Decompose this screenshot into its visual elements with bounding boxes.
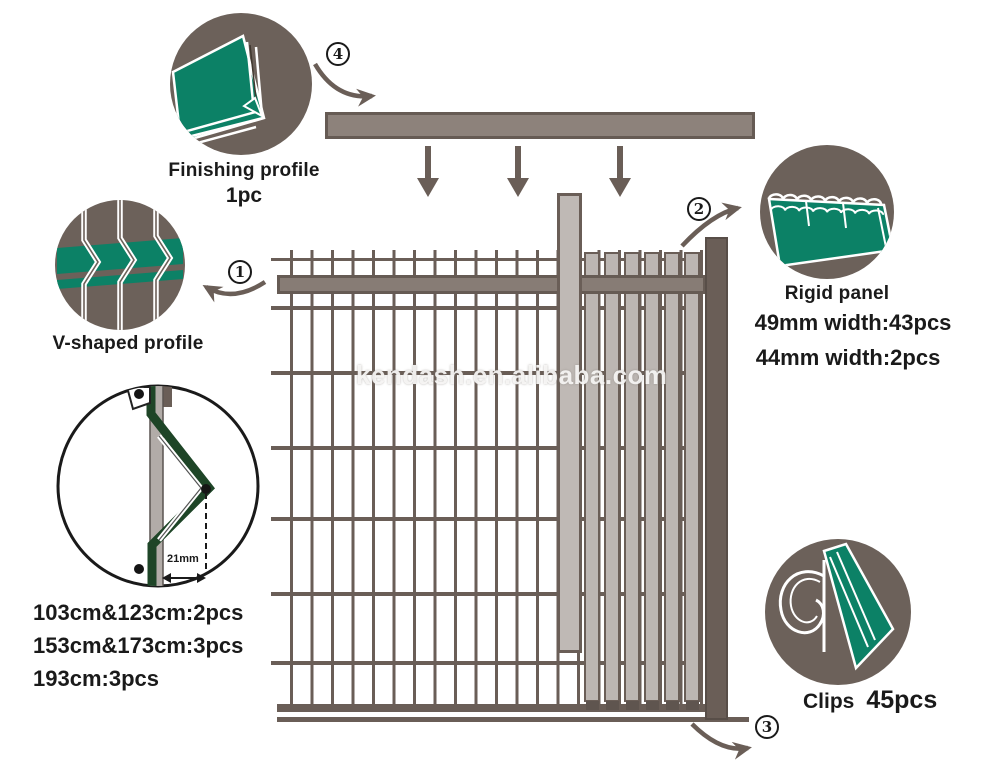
top-rail: [277, 275, 706, 294]
rigid-panel-spec-49: 49mm width:43pcs: [754, 310, 952, 335]
profile-heights-line2: 153cm&173cm:3pcs: [33, 633, 244, 658]
finishing-profile-qty: 1pc: [225, 184, 263, 207]
mesh-horizontal-wire: [271, 517, 703, 521]
mesh-bottom-rail: [277, 704, 705, 712]
v-profile-label: V-shaped profile: [52, 333, 204, 354]
privacy-slat: [624, 252, 640, 702]
step-marker-2: 2: [687, 197, 711, 221]
privacy-slat: [684, 252, 700, 702]
clip-on-slat: [646, 701, 659, 710]
profile-heights-line3: 193cm:3pcs: [33, 666, 159, 691]
clips-label-line: Clips 45pcs: [803, 686, 937, 715]
finishing-profile-label: Finishing profile: [168, 160, 320, 181]
step-number: 2: [693, 200, 705, 218]
mesh-horizontal-wire: [271, 371, 703, 375]
slat-being-inserted: [557, 193, 582, 653]
finishing-bar: [325, 112, 755, 139]
fence-post: [705, 237, 728, 720]
arrow-step4: [313, 62, 376, 107]
step-arrows: [202, 62, 752, 760]
step-marker-3: 3: [755, 715, 779, 739]
clip-on-slat: [666, 701, 679, 710]
mesh-horizontal-wire: [271, 306, 703, 310]
finishing-profile-thumbnail: [170, 13, 312, 155]
privacy-slat: [664, 252, 680, 702]
clip-on-slat: [606, 701, 619, 710]
rigid-panel-spec-44: 44mm width:2pcs: [755, 345, 941, 370]
step-marker-1: 1: [228, 260, 252, 284]
privacy-slat: [644, 252, 660, 702]
clip-on-slat: [586, 701, 599, 710]
clips-qty: 45pcs: [866, 686, 938, 714]
clip-on-slat: [626, 701, 639, 710]
rigid-panel-thumbnail: [760, 145, 894, 279]
mesh-horizontal-wire: [271, 446, 703, 450]
clip-on-slat: [686, 701, 699, 710]
profile-heights-line1: 103cm&123cm:2pcs: [33, 600, 244, 625]
step-number: 1: [234, 263, 246, 281]
push-down-arrows: [417, 146, 631, 197]
step-number: 3: [761, 718, 773, 736]
dimension-21mm: 21mm: [167, 553, 199, 565]
post-detail-thumbnail: [56, 384, 260, 588]
arrow-step3: [690, 722, 752, 760]
mesh-horizontal-wire: [271, 592, 703, 596]
privacy-slat: [584, 252, 600, 702]
mesh-vertical-wires: [290, 250, 703, 704]
arrow-step1: [202, 280, 267, 303]
ground-line: [277, 717, 749, 722]
mesh-horizontal-wire: [271, 258, 703, 261]
watermark: kendash.en.alibaba.com: [356, 360, 668, 390]
clips-label: Clips: [803, 690, 855, 713]
step-marker-4: 4: [326, 42, 350, 66]
clips-thumbnail: [765, 539, 911, 685]
privacy-slat: [604, 252, 620, 702]
rigid-panel-label: Rigid panel: [784, 283, 890, 304]
step-number: 4: [332, 45, 344, 63]
mesh-horizontal-wire: [271, 661, 703, 665]
arrow-step2: [680, 202, 742, 248]
v-profile-thumbnail: [55, 200, 185, 330]
